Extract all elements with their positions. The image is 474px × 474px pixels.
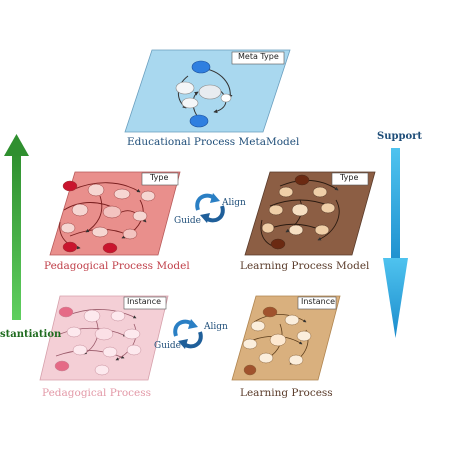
learning-process-nodes	[242, 306, 312, 376]
learning-process-panel	[231, 295, 341, 381]
pedagogical-model-panel	[49, 171, 181, 256]
instantiation-arrow	[4, 134, 29, 320]
pedagogical-process-label: Pedagogical Process	[42, 387, 152, 399]
learning-model-label: Learning Process Model	[240, 260, 370, 272]
align-guide-icon-bottom	[173, 319, 203, 349]
pedagogical-process-panel	[39, 295, 169, 381]
instantiation-label: stantiation	[0, 329, 62, 340]
support-label: Support	[377, 131, 423, 142]
learn-model-type-tag: Type	[340, 173, 359, 182]
meta-type-tag: Meta Type	[238, 52, 279, 61]
meta-model-label: Educational Process MetaModel	[127, 136, 300, 148]
ped-model-type-tag: Type	[150, 173, 169, 182]
guide-label-bottom: Guide	[154, 341, 181, 351]
learning-model-nodes	[261, 174, 336, 250]
meta-graph	[175, 60, 233, 128]
align-label-bottom: Align	[204, 322, 228, 332]
learning-model-panel	[244, 171, 376, 256]
align-guide-icon-top	[195, 193, 225, 223]
pedagogical-process-nodes	[54, 306, 142, 376]
align-label-top: Align	[222, 198, 246, 208]
support-arrow	[383, 148, 408, 338]
learn-process-instance-tag: Instance	[301, 297, 336, 306]
ped-process-instance-tag: Instance	[127, 297, 162, 306]
pedagogical-model-label: Pedagogical Process Model	[44, 260, 190, 272]
learning-process-label: Learning Process	[240, 387, 333, 399]
pedagogical-model-nodes	[60, 180, 156, 254]
guide-label-top: Guide	[174, 216, 201, 226]
meta-model-panel	[124, 49, 291, 133]
